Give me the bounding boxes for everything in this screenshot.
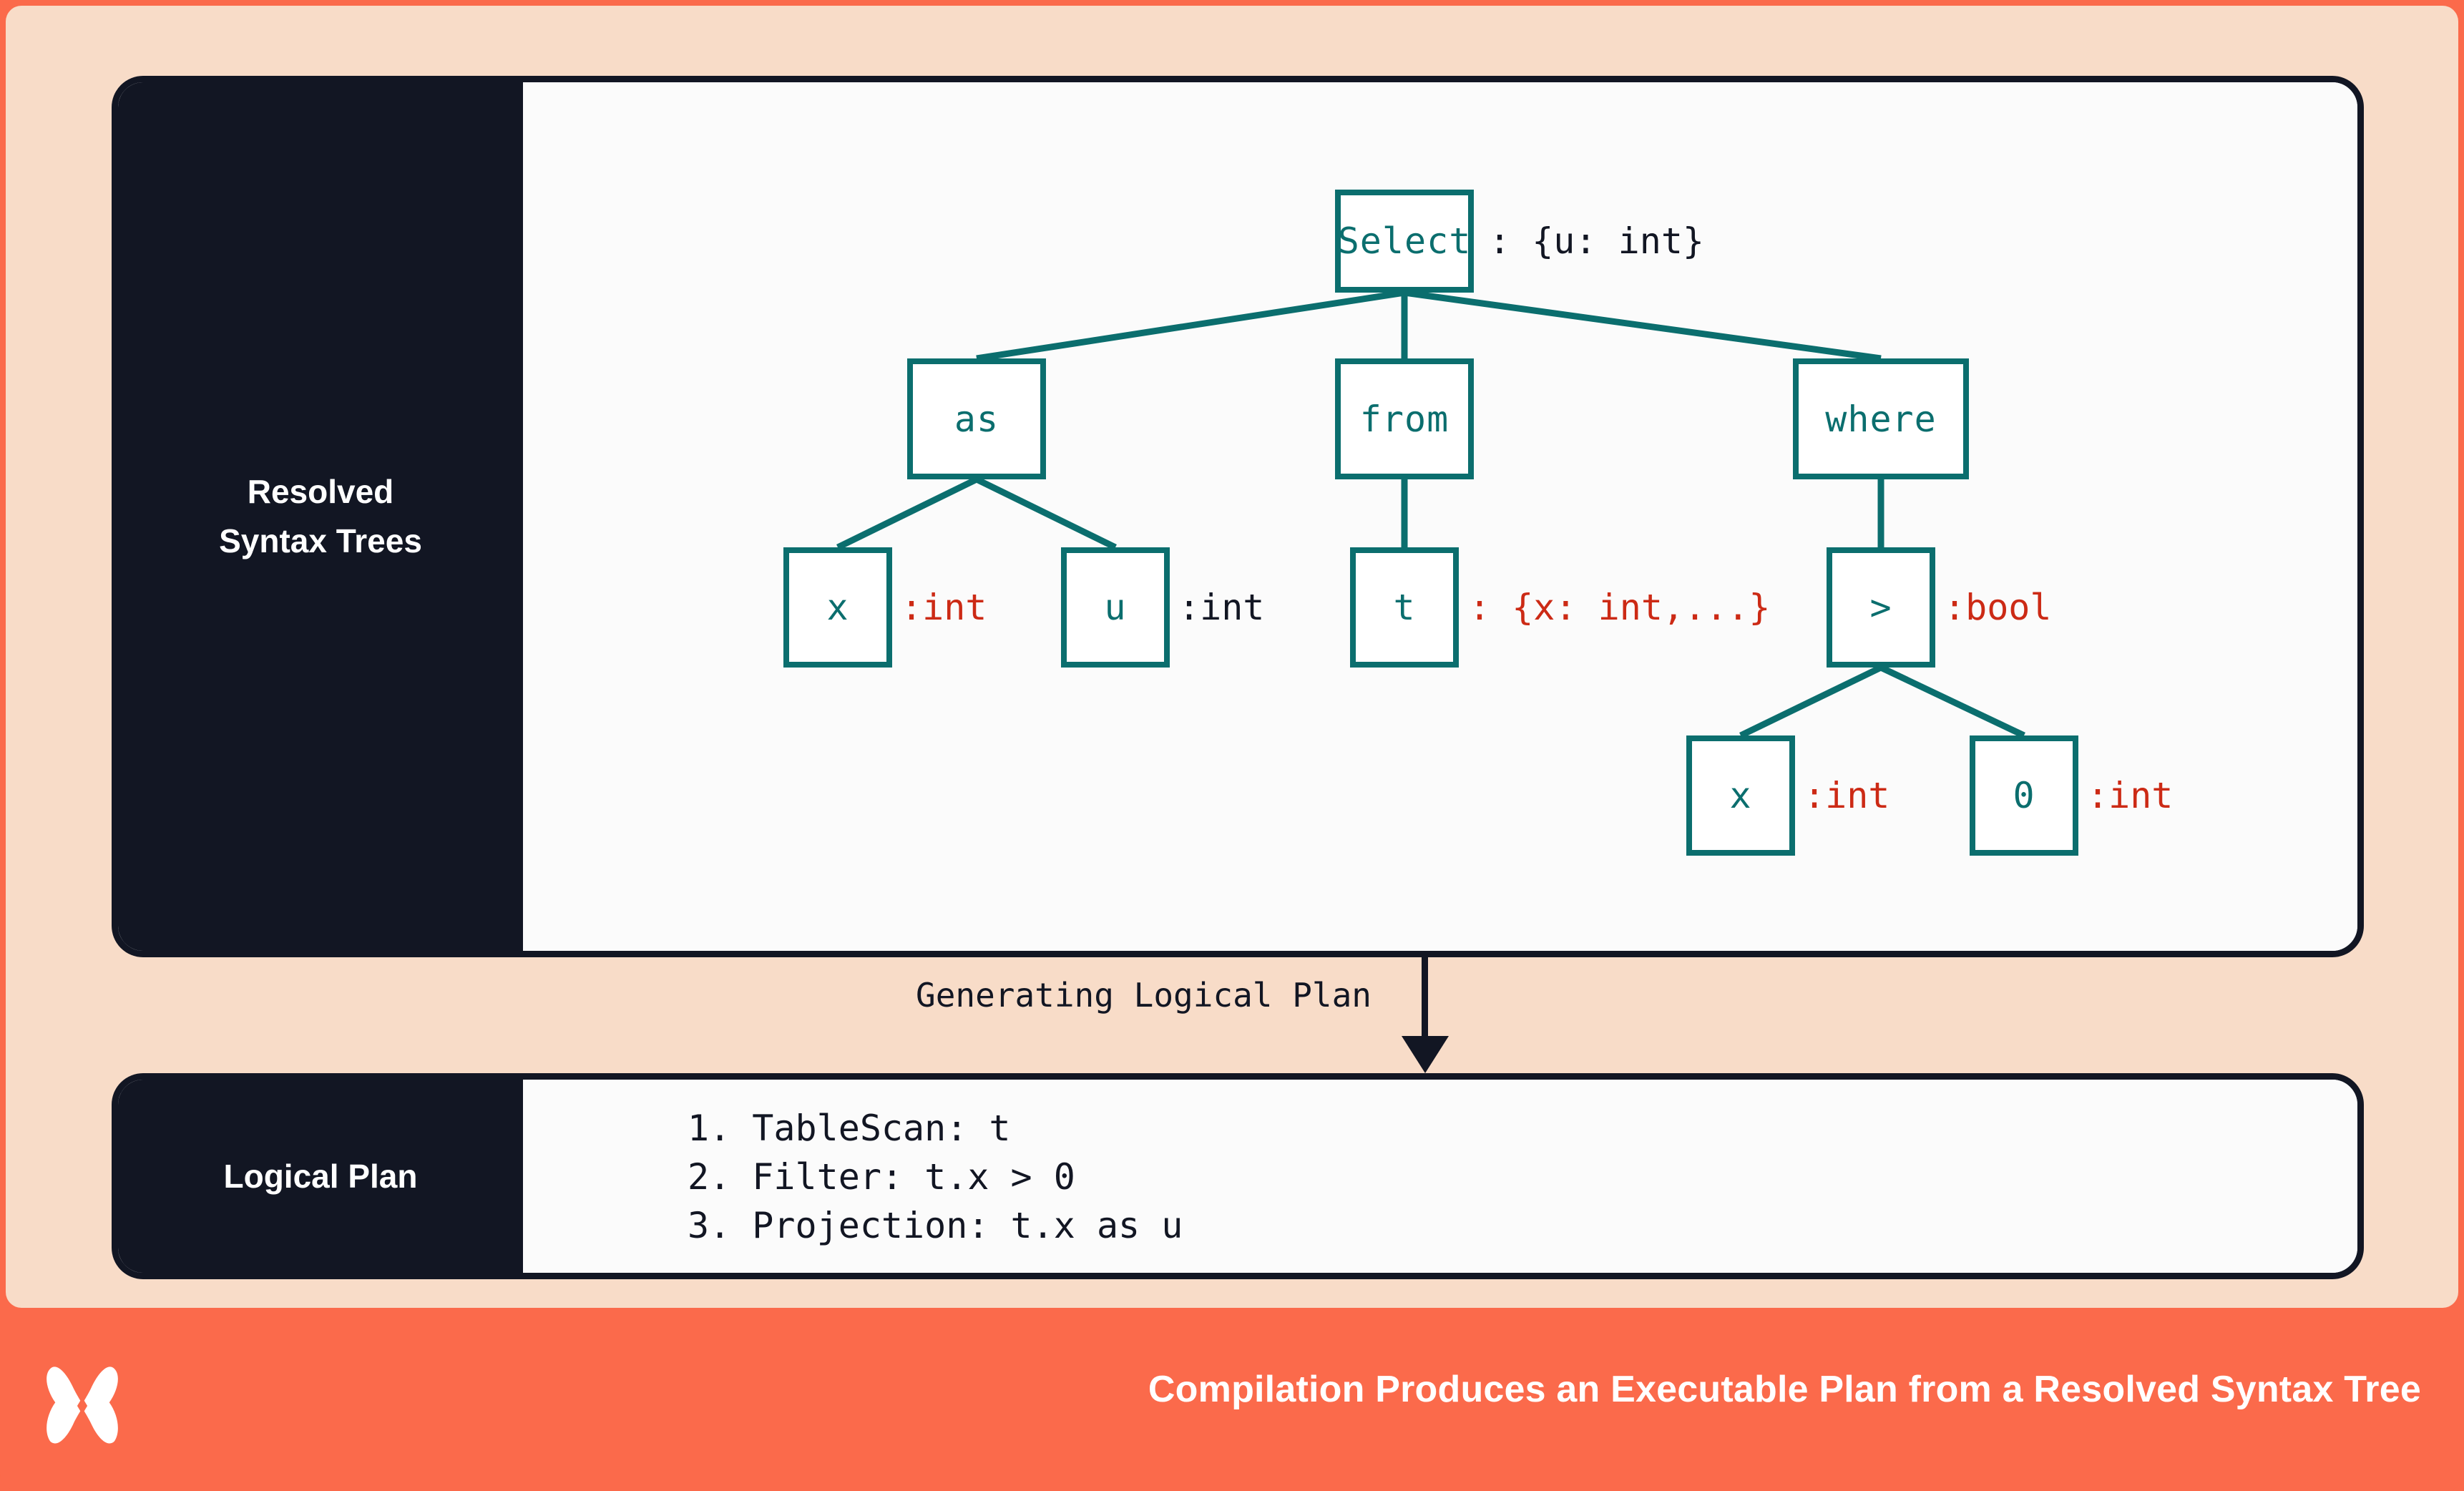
tree-annotation-t: : {x: int,...} [1469,587,1771,628]
edge-select-where [1404,289,1882,362]
tree-annotation-select: : {u: int} [1489,220,1705,262]
butterfly-logo-icon [47,1367,118,1444]
tree-edges [836,289,2025,739]
tree-node-select[interactable]: Select [1335,190,1474,293]
tree-node-as-x[interactable]: x [783,547,892,668]
logical-plan-side-label: Logical Plan [118,1080,523,1273]
edge-select-as [976,289,1405,362]
tree-node-t[interactable]: t [1350,547,1459,668]
tree-node-as[interactable]: as [907,358,1046,479]
rst-side-label-line2: Syntax Trees [219,522,422,559]
syntax-tree-canvas: Select : {u: int} as from where x [523,82,2357,951]
caption-bar: Compilation Produces an Executable Plan … [0,1308,2464,1491]
edge-as-x [836,476,978,551]
logical-plan-panel: Logical Plan 1. TableScan: t 2. Filter: … [112,1073,2364,1279]
tree-node-where-label: where [1825,398,1937,440]
tree-node-as-u-label: u [1104,587,1127,628]
logical-plan-step: 1. TableScan: t [688,1108,1011,1149]
tree-node-as-x-label: x [826,587,849,628]
edge-as-u [975,476,1117,551]
tree-annotation-as-x: :int [901,587,987,628]
tree-annotation-gt-zero: :int [2087,775,2174,816]
transition-label: Generating Logical Plan [916,976,1372,1015]
tree-node-gt-zero-label: 0 [2013,775,2035,816]
tree-node-gt-x[interactable]: x [1686,735,1795,856]
transition-arrow-head-icon [1402,1036,1449,1073]
rst-side-label-line1: Resolved [247,473,394,510]
tree-node-gt-label: > [1869,587,1892,628]
tree-node-gt-zero[interactable]: 0 [1970,735,2078,856]
rst-side-label: Resolved Syntax Trees [118,82,523,951]
tree-node-where[interactable]: where [1793,358,1969,479]
logical-plan-step: 3. Projection: t.x as u [688,1205,1183,1246]
tree-annotation-gt-x: :int [1804,775,1890,816]
edge-gt-x [1739,664,1882,739]
edge-gt-0 [1879,664,2025,739]
tree-node-gt-x-label: x [1729,775,1752,816]
tree-node-from-label: from [1359,398,1449,440]
poster-surface: Resolved Syntax Trees [6,6,2458,1308]
logical-plan-step: 2. Filter: t.x > 0 [688,1156,1075,1198]
tree-node-as-u[interactable]: u [1061,547,1170,668]
logical-plan-steps: 1. TableScan: t 2. Filter: t.x > 0 3. Pr… [523,1080,2357,1273]
tree-node-t-label: t [1393,587,1416,628]
tree-node-from[interactable]: from [1335,358,1474,479]
tree-annotation-gt: :bool [1944,587,2052,628]
transition-arrow-shaft [1422,957,1428,1042]
resolved-syntax-trees-panel: Resolved Syntax Trees [112,76,2364,957]
caption-text: Compilation Produces an Executable Plan … [1148,1369,2421,1410]
tree-node-gt[interactable]: > [1827,547,1935,668]
tree-node-select-label: Select [1337,220,1472,262]
tree-node-as-label: as [954,398,999,440]
tree-annotation-as-u: :int [1178,587,1265,628]
